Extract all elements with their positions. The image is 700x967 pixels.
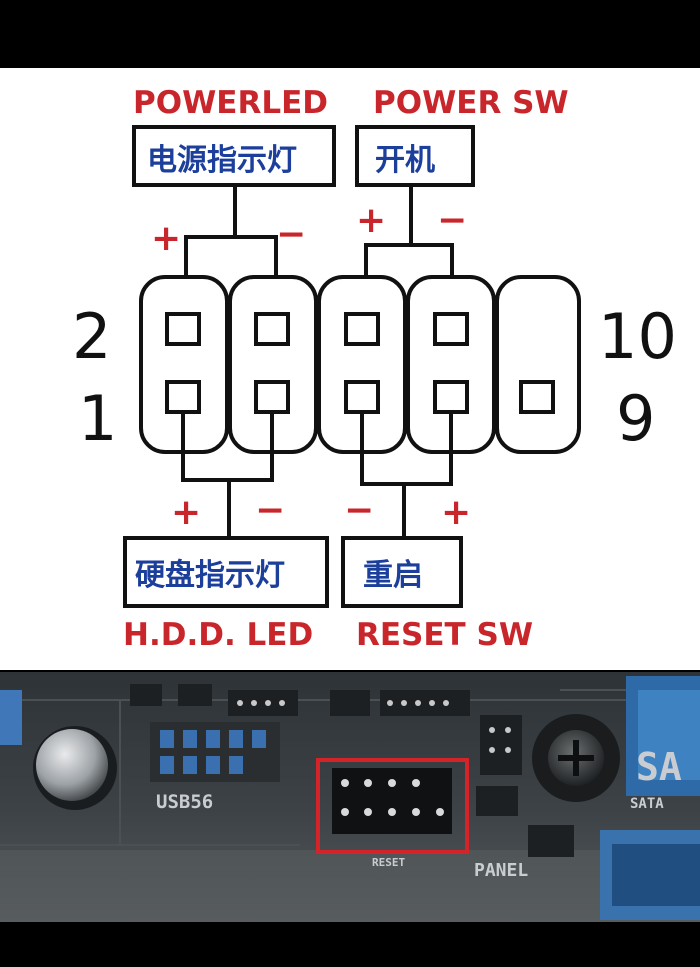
right-headers	[476, 786, 574, 857]
power-led-label: POWERLED	[133, 85, 328, 121]
power-sw-minus-sign: −	[437, 200, 467, 241]
hdd-led-plus-sign: +	[171, 492, 201, 533]
sata-connector-lower-inner	[612, 844, 700, 906]
power-led-plus-sign: +	[151, 218, 181, 259]
pin-number-top-right: 10	[598, 300, 677, 373]
pin-number-bottom-left: 1	[78, 382, 117, 455]
pins	[165, 312, 555, 414]
power-led-cn-box	[132, 125, 336, 187]
pin-3	[254, 380, 290, 414]
pin-number-top-left: 2	[72, 300, 111, 373]
bottom-wires	[181, 412, 453, 538]
power-led-minus-sign: −	[276, 214, 306, 255]
blue-connector-left	[0, 690, 22, 745]
sata-small-label: SATA	[630, 796, 664, 812]
screw-slot	[558, 740, 594, 776]
reset-sw-plus-sign: +	[441, 492, 471, 533]
sata-label: SA	[636, 745, 682, 789]
front-panel-header-pins	[332, 768, 452, 834]
reset-silk-label: RESET	[372, 856, 405, 869]
hdd-led-cn-label: 硬盘指示灯	[135, 558, 285, 593]
hdd-led-wire-minus	[229, 412, 274, 482]
reset-sw-minus-sign: −	[344, 490, 374, 531]
pin-6	[344, 312, 380, 346]
power-sw-label: POWER SW	[373, 85, 569, 121]
front-panel-pin-dots	[341, 779, 444, 816]
reset-sw-cn-label: 重启	[363, 558, 423, 593]
capacitor-top-icon	[36, 729, 108, 801]
usb-header-pins	[160, 730, 266, 774]
pin-number-bottom-right: 9	[616, 382, 655, 455]
pin-8	[433, 312, 469, 346]
motherboard-photo: USB56 RESET PANEL	[0, 672, 700, 922]
reset-sw-cn-box	[341, 536, 463, 608]
pin-2	[165, 312, 201, 346]
power-sw-cn-label: 开机	[375, 143, 435, 178]
reset-sw-wire-minus	[360, 412, 406, 538]
front-panel-highlight-box	[316, 758, 469, 854]
top-black-bar	[0, 0, 700, 68]
pin-7	[433, 380, 469, 414]
hdd-led-minus-sign: −	[255, 490, 285, 531]
power-sw-plus-sign: +	[356, 200, 386, 241]
reset-sw-label: RESET SW	[356, 617, 533, 653]
power-sw-cn-box	[355, 125, 475, 187]
power-led-cn-label: 电源指示灯	[147, 143, 297, 178]
pcb-lower-glare	[0, 850, 700, 922]
usb56-label: USB56	[156, 791, 213, 813]
hdd-led-cn-box	[123, 536, 329, 608]
hdd-led-wire-plus	[181, 412, 231, 538]
panel-label: PANEL	[474, 860, 528, 881]
reset-sw-wire-plus	[404, 412, 453, 486]
pin-column-5	[495, 275, 581, 454]
small-pin-dots	[237, 700, 511, 753]
small-components	[130, 684, 522, 775]
pin-1	[165, 380, 201, 414]
pin-5	[344, 380, 380, 414]
hdd-led-label: H.D.D. LED	[123, 617, 313, 653]
bottom-black-bar	[0, 922, 700, 967]
sata-connector-inner	[638, 690, 700, 780]
pin-4	[254, 312, 290, 346]
pin-9	[519, 380, 555, 414]
